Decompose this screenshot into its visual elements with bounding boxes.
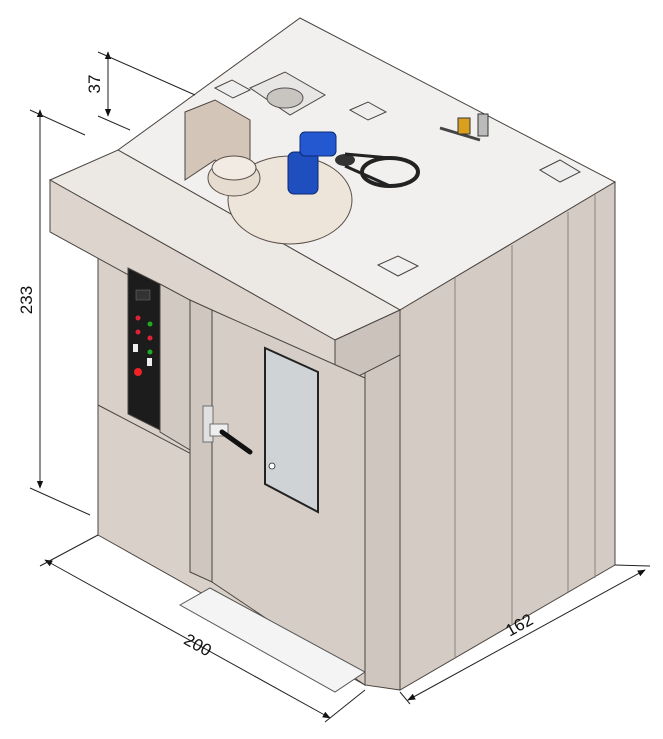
height-label: 233 [17,286,36,314]
motor [287,131,337,195]
door-handle[interactable] [202,405,253,455]
control-buttons [133,289,153,376]
width-label: 200 [181,630,215,660]
top-offset-label: 37 [85,75,104,94]
dimension-top-offset: 37 [85,51,196,131]
door-window [264,346,319,514]
dimension-height: 233 [17,109,91,516]
oven-body [48,17,617,693]
gas-valve [439,113,489,142]
roof-equipment [184,71,582,277]
